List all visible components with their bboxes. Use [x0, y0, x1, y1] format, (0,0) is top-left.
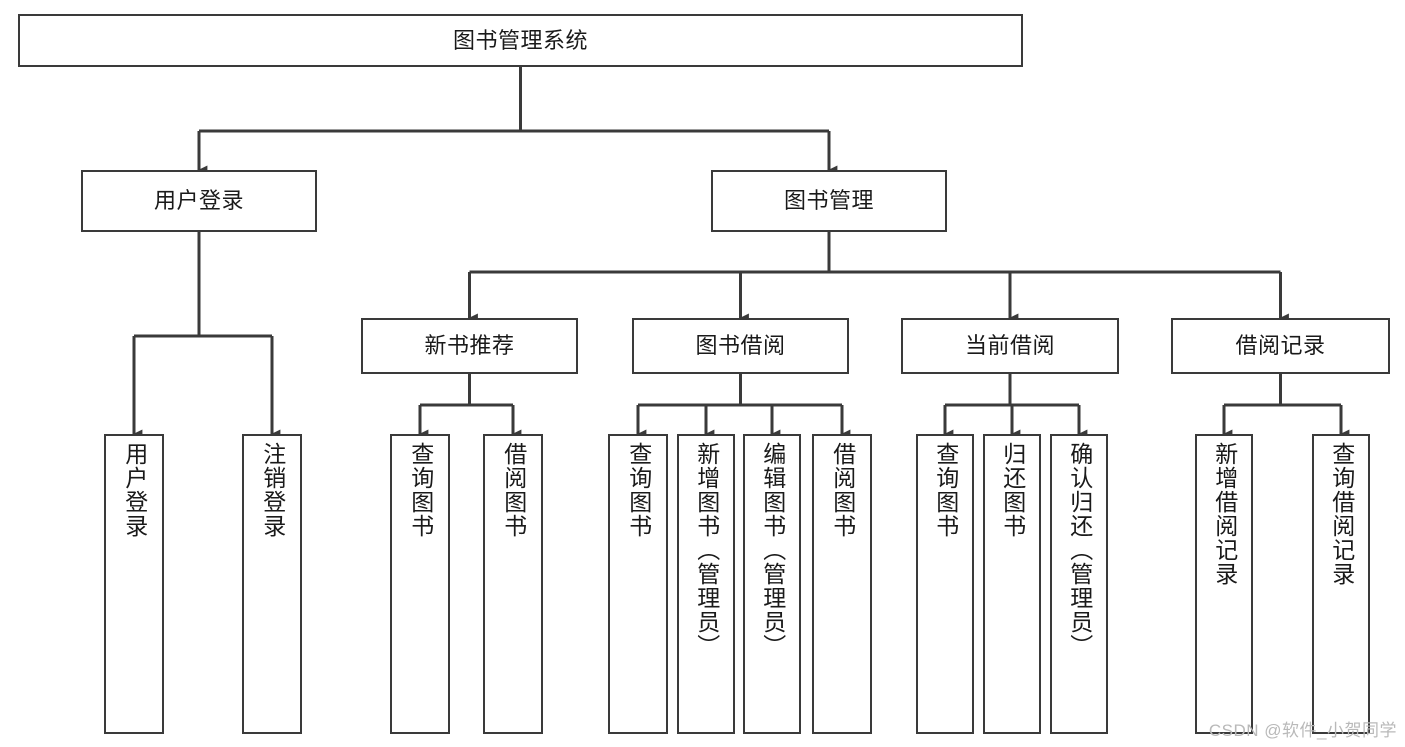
node-label: 查询图书 [625, 442, 652, 538]
node-leaf-confirm-return[interactable]: 确认归还（管理员） [1050, 434, 1108, 734]
node-label: 确认归还（管理员） [1066, 442, 1093, 658]
node-label: 查询借阅记录 [1328, 442, 1355, 586]
node-leaf-query-book-2[interactable]: 查询图书 [608, 434, 668, 734]
node-leaf-add-record[interactable]: 新增借阅记录 [1195, 434, 1253, 734]
node-borrow-record[interactable]: 借阅记录 [1171, 318, 1390, 374]
node-leaf-borrow-book-1[interactable]: 借阅图书 [483, 434, 543, 734]
node-label: 用户登录 [121, 442, 148, 538]
node-label: 图书管理系统 [452, 27, 588, 53]
node-label: 新增图书（管理员） [693, 442, 720, 658]
node-label: 借阅记录 [1235, 333, 1326, 359]
node-leaf-user-logout[interactable]: 注销登录 [242, 434, 302, 734]
node-leaf-edit-book[interactable]: 编辑图书（管理员） [743, 434, 801, 734]
node-label: 查询图书 [932, 442, 959, 538]
node-label: 图书管理 [783, 188, 874, 214]
node-label: 图书借阅 [695, 333, 786, 359]
node-label: 编辑图书（管理员） [759, 442, 786, 658]
node-leaf-return-book[interactable]: 归还图书 [983, 434, 1041, 734]
node-label: 查询图书 [407, 442, 434, 538]
node-book-manage[interactable]: 图书管理 [711, 170, 947, 232]
node-label: 新增借阅记录 [1211, 442, 1238, 586]
connector-layer [132, 67, 1350, 439]
node-new-book-rec[interactable]: 新书推荐 [361, 318, 578, 374]
node-label: 归还图书 [999, 442, 1026, 538]
node-root[interactable]: 图书管理系统 [18, 14, 1023, 67]
node-label: 新书推荐 [424, 333, 515, 359]
node-leaf-query-book-1[interactable]: 查询图书 [390, 434, 450, 734]
node-label: 借阅图书 [500, 442, 527, 538]
node-leaf-add-book[interactable]: 新增图书（管理员） [677, 434, 735, 734]
node-current-borrow[interactable]: 当前借阅 [901, 318, 1119, 374]
node-leaf-user-login[interactable]: 用户登录 [104, 434, 164, 734]
node-leaf-query-book-3[interactable]: 查询图书 [916, 434, 974, 734]
node-book-borrow[interactable]: 图书借阅 [632, 318, 849, 374]
node-leaf-borrow-book-2[interactable]: 借阅图书 [812, 434, 872, 734]
node-label: 用户登录 [153, 188, 244, 214]
node-label: 借阅图书 [829, 442, 856, 538]
node-label: 当前借阅 [964, 333, 1055, 359]
node-leaf-query-record[interactable]: 查询借阅记录 [1312, 434, 1370, 734]
node-user-login[interactable]: 用户登录 [81, 170, 317, 232]
node-label: 注销登录 [259, 442, 286, 538]
